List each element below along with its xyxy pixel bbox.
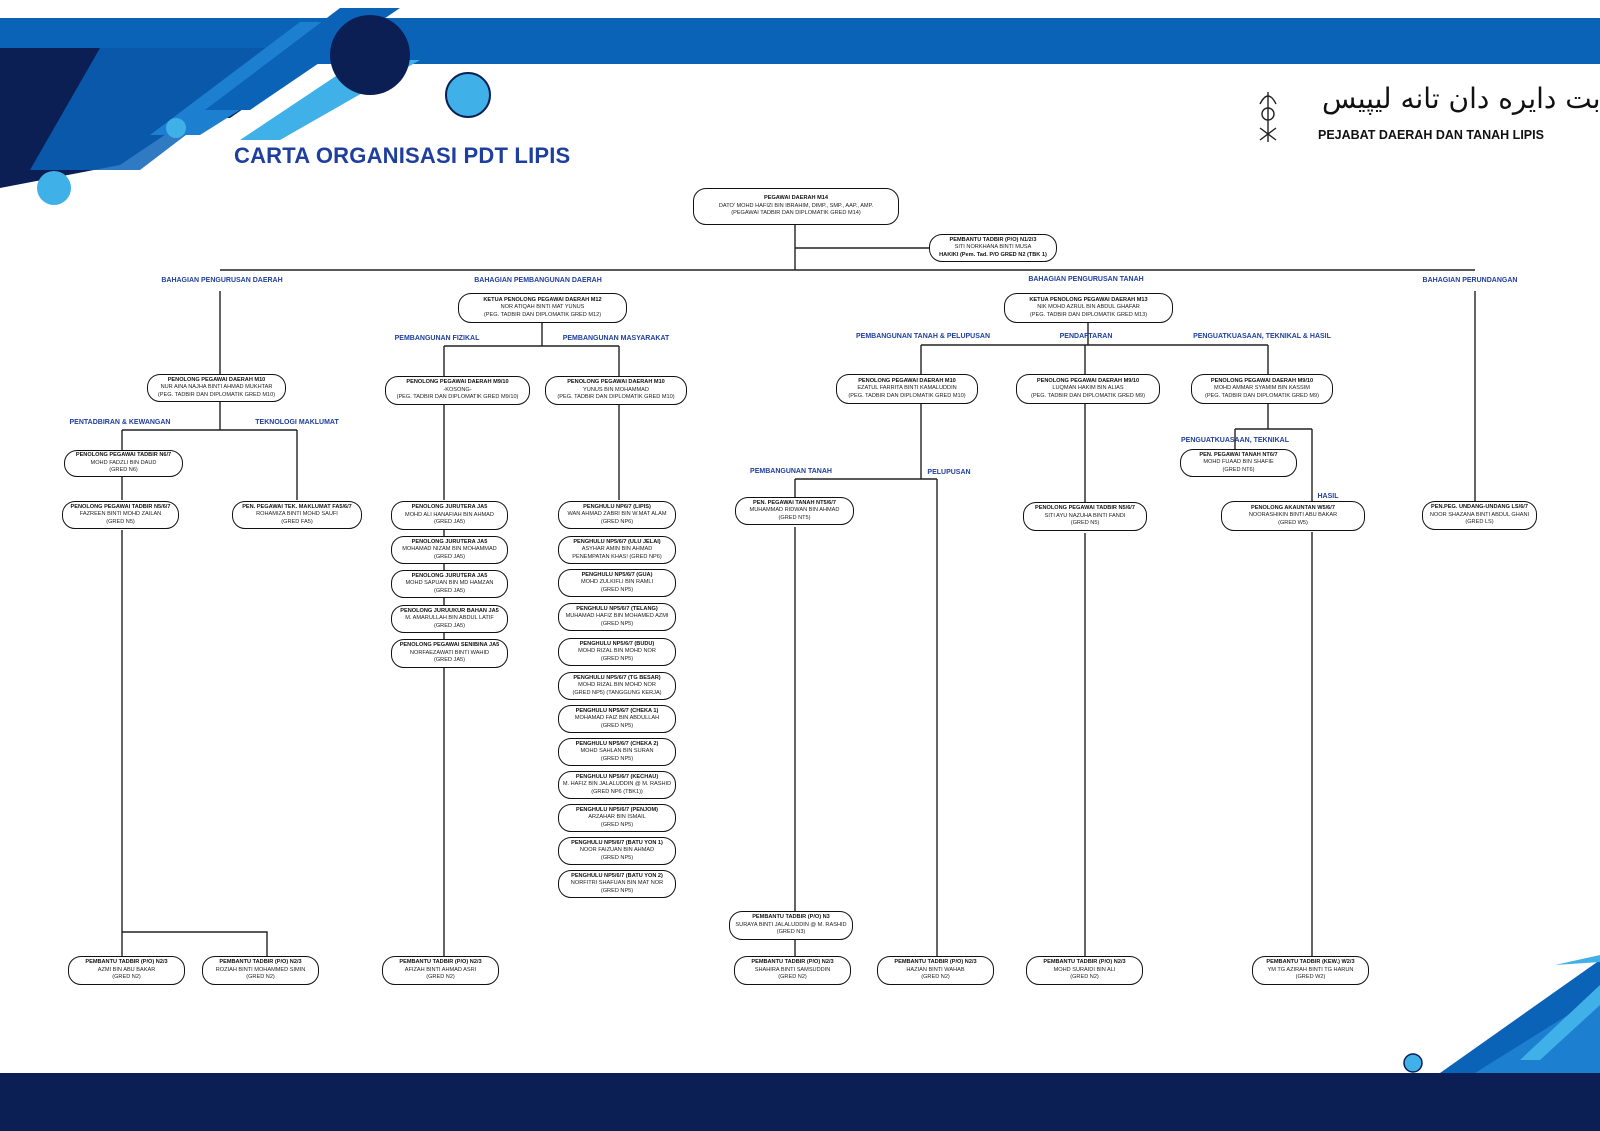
node-penghulu-penjom: PENGHULU NP5/6/7 (PENJOM)ARZAHAR BIN ISM… [558, 804, 676, 832]
label-teknologi-maklumat: TEKNOLOGI MAKLUMAT [255, 419, 339, 426]
label-pelupusan: PELUPUSAN [927, 469, 971, 476]
node-penghulu-batu-yon-1: PENGHULU NP5/6/7 (BATU YON 1)NOOR FAIZUA… [558, 837, 676, 865]
section-bahagian-pembangunan-daerah: BAHAGIAN PEMBANGUNAN DAERAH [474, 277, 602, 284]
node-penghulu-lipis: PENGHULU NP6/7 (LIPIS)WAN AHMAD ZABRI BI… [558, 501, 676, 529]
label-pembangunan-fizikal: PEMBANGUNAN FIZIKAL [394, 335, 480, 342]
page-title: CARTA ORGANISASI PDT LIPIS [234, 143, 571, 168]
node-penghulu-ulu-jelai: PENGHULU NP5/6/7 (ULU JELAI)ASYHAR AMIN … [558, 536, 676, 564]
node-penghulu-budu: PENGHULU NP5/6/7 (BUDU)MOHD RIZAL BIN MO… [558, 638, 676, 666]
node-penghulu-cheka-2: PENGHULU NP5/6/7 (CHEKA 2)MOHD SAHLAN BI… [558, 738, 676, 766]
node-penghulu-gua: PENGHULU NP5/6/7 (GUA)MOHD ZULKIFLI BIN … [558, 569, 676, 597]
section-bahagian-perundangan: BAHAGIAN PERUNDANGAN [1422, 277, 1518, 284]
node-penghulu-tg-besar: PENGHULU NP5/6/7 (TG BESAR)MOHD RIZAL BI… [558, 672, 676, 700]
section-bahagian-pengurusan-tanah: BAHAGIAN PENGURUSAN TANAH [1028, 276, 1144, 283]
section-bahagian-pengurusan-daerah: BAHAGIAN PENGURUSAN DAERAH [161, 277, 283, 284]
label-penguatkuasaan-teknikal-hasil: PENGUATKUASAAN, TEKNIKAL & HASIL [1193, 333, 1331, 340]
node-penghulu-cheka-1: PENGHULU NP5/6/7 (CHEKA 1)MOHAMAD FAIZ B… [558, 705, 676, 733]
label-pentadbiran-kewangan: PENTADBIRAN & KEWANGAN [69, 419, 171, 426]
node-penghulu-telang: PENGHULU NP5/6/7 (TELANG)MUHAMAD HAFIZ B… [558, 603, 676, 631]
agency-name: PEJABAT DAERAH DAN TANAH LIPIS [1318, 128, 1544, 142]
label-hasil: HASIL [1317, 493, 1339, 500]
label-pembangunan-masyarakat: PEMBANGUNAN MASYARAKAT [562, 335, 670, 342]
label-pembangunan-tanah-pelupusan: PEMBANGUNAN TANAH & PELUPUSAN [855, 333, 991, 340]
node-penghulu-batu-yon-2: PENGHULU NP5/6/7 (BATU YON 2)NORFITRI SH… [558, 870, 676, 898]
label-pendaftaran: PENDAFTARAN [1059, 333, 1113, 340]
label-penguatkuasaan-teknikal: PENGUATKUASAAN, TEKNIKAL [1181, 437, 1289, 444]
pahang-crest-icon [1259, 92, 1277, 142]
node-ppd-pembangunan-fizikal: PENOLONG PEGAWAI DAERAH M9/10-KOSONG-(PE… [385, 376, 530, 405]
node-penghulu-kechau: PENGHULU NP5/6/7 (KECHAU)M. HAFIZ BIN JA… [558, 771, 676, 799]
label-pembangunan-tanah: PEMBANGUNAN TANAH [750, 468, 832, 475]
agency-script-logo: ﭬﺟﺎﺑﺖ ﺩﺍﻳﺮﻩ ﺩﺍﻥ ﺗﺎﻧﻪ ﻟﻴﭙﻴﺲ [1322, 82, 1600, 115]
